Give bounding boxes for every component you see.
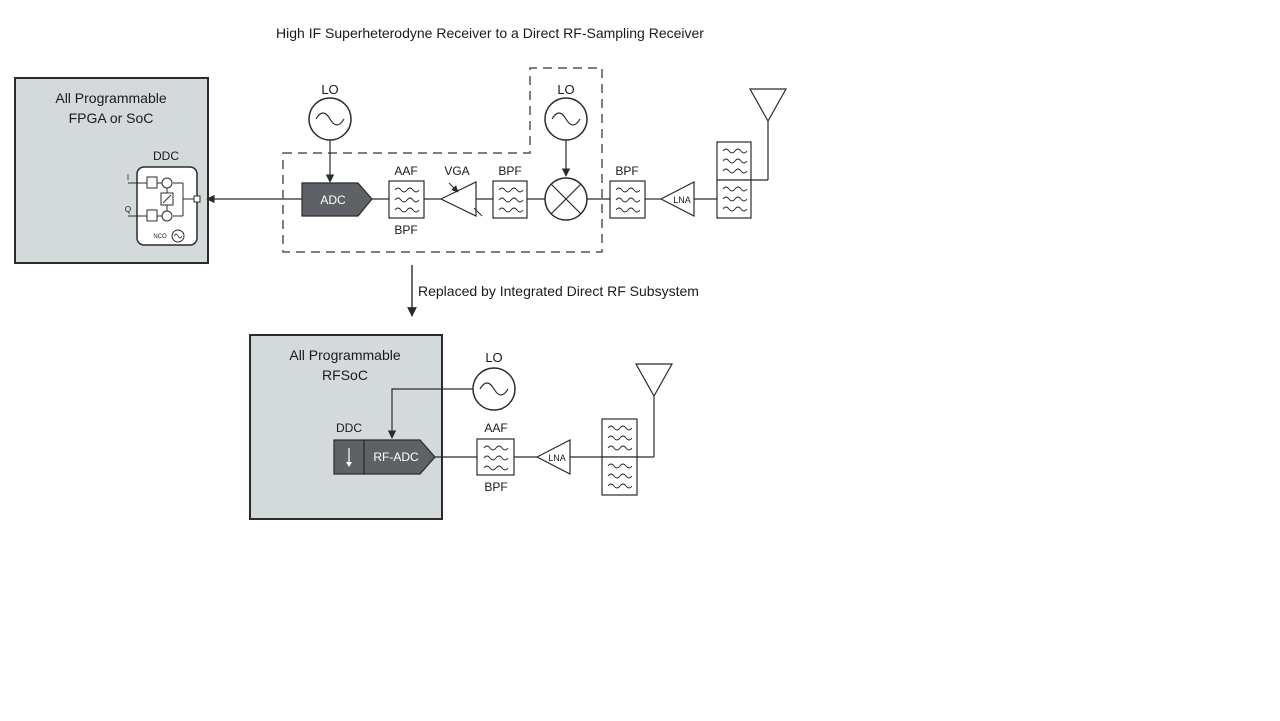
rfsoc-label-line2: RFSoC: [322, 367, 368, 383]
mixer: [544, 177, 588, 221]
adc-label: ADC: [320, 193, 346, 207]
bpf-right-label: BPF: [615, 164, 638, 178]
aaf-filter-bottom: AAF BPF: [476, 421, 515, 494]
lna-amplifier: LNA: [659, 181, 695, 217]
lo-left-label: LO: [321, 82, 338, 97]
rfsoc-block: All Programmable RFSoC: [249, 334, 443, 520]
vga-amplifier: VGA: [439, 164, 483, 217]
lna-label: LNA: [673, 195, 691, 205]
adc-block: ADC: [301, 182, 373, 217]
fpga-label-line1: All Programmable: [55, 90, 166, 106]
replaced-section-boundary: [282, 67, 603, 253]
aaf-bpf-label: BPF: [394, 223, 417, 237]
lo-right-label: LO: [557, 82, 574, 97]
lna-bottom-label: LNA: [548, 453, 566, 463]
transition-label: Replaced by Integrated Direct RF Subsyst…: [418, 283, 699, 299]
antenna-icon: [634, 363, 674, 457]
nco-label: NCO: [153, 234, 167, 240]
bpf-mid-label: BPF: [498, 164, 521, 178]
aaf-bottom-bpf-label: BPF: [484, 480, 507, 494]
rfsoc-rfadc-block: [363, 439, 436, 475]
lo-oscillator-right: LO: [544, 82, 588, 177]
aaf-label: AAF: [394, 164, 417, 178]
rfsoc-label-line1: All Programmable: [289, 347, 400, 363]
lna-amplifier-bottom: LNA: [535, 439, 571, 475]
lo-bottom-label: LO: [485, 350, 502, 365]
lo-oscillator-bottom: LO: [387, 350, 516, 439]
ddc-block: DDC I Q NCO: [125, 149, 201, 246]
rfsoc-ddc-label: DDC: [336, 421, 362, 435]
antenna-icon: [748, 88, 788, 180]
vga-label: VGA: [444, 164, 469, 178]
ddc-q-label: Q: [125, 205, 131, 214]
fpga-label-line2: FPGA or SoC: [69, 110, 154, 126]
preselect-filter-stack: [716, 141, 768, 219]
rfsoc-ddc-adc: DDC RF-ADC: [333, 421, 436, 475]
bpf-filter-right: BPF: [609, 164, 646, 219]
ddc-label: DDC: [153, 149, 179, 163]
diagram-title: High IF Superheterodyne Receiver to a Di…: [276, 25, 704, 41]
ddc-i-label: I: [127, 173, 129, 182]
preselect-filter-stack-bottom: [601, 418, 654, 496]
rfadc-label: RF-ADC: [373, 450, 419, 464]
aaf-bottom-label: AAF: [484, 421, 507, 435]
aaf-filter: AAF BPF: [388, 164, 425, 237]
bpf-filter-mid: BPF: [492, 164, 528, 219]
lo-oscillator-left: LO: [308, 82, 352, 183]
